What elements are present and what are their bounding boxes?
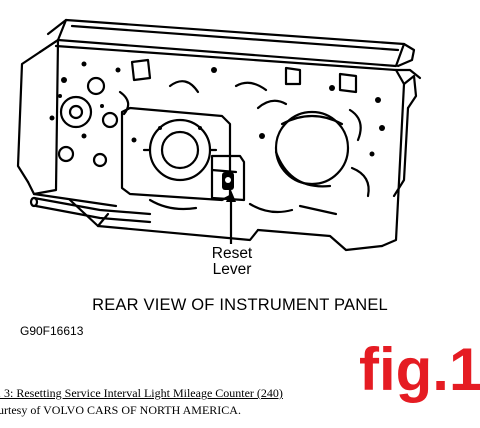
figure-code: G90F16613 xyxy=(20,324,84,338)
panel-caption: REAR VIEW OF INSTRUMENT PANEL xyxy=(92,296,388,314)
reset-lever xyxy=(222,172,234,190)
fig-badge: fig.1 xyxy=(359,336,480,403)
callout-line-1: Reset xyxy=(211,245,253,262)
reset-lever-callout: Reset Lever xyxy=(200,246,264,278)
callout-arrow xyxy=(226,190,236,244)
figure-caption-title: g. 3: Resetting Service Interval Light M… xyxy=(0,386,283,400)
figure-caption-credit: ourtesy of VOLVO CARS OF NORTH AMERICA. xyxy=(0,403,241,417)
callout-line-2: Lever xyxy=(212,261,252,278)
